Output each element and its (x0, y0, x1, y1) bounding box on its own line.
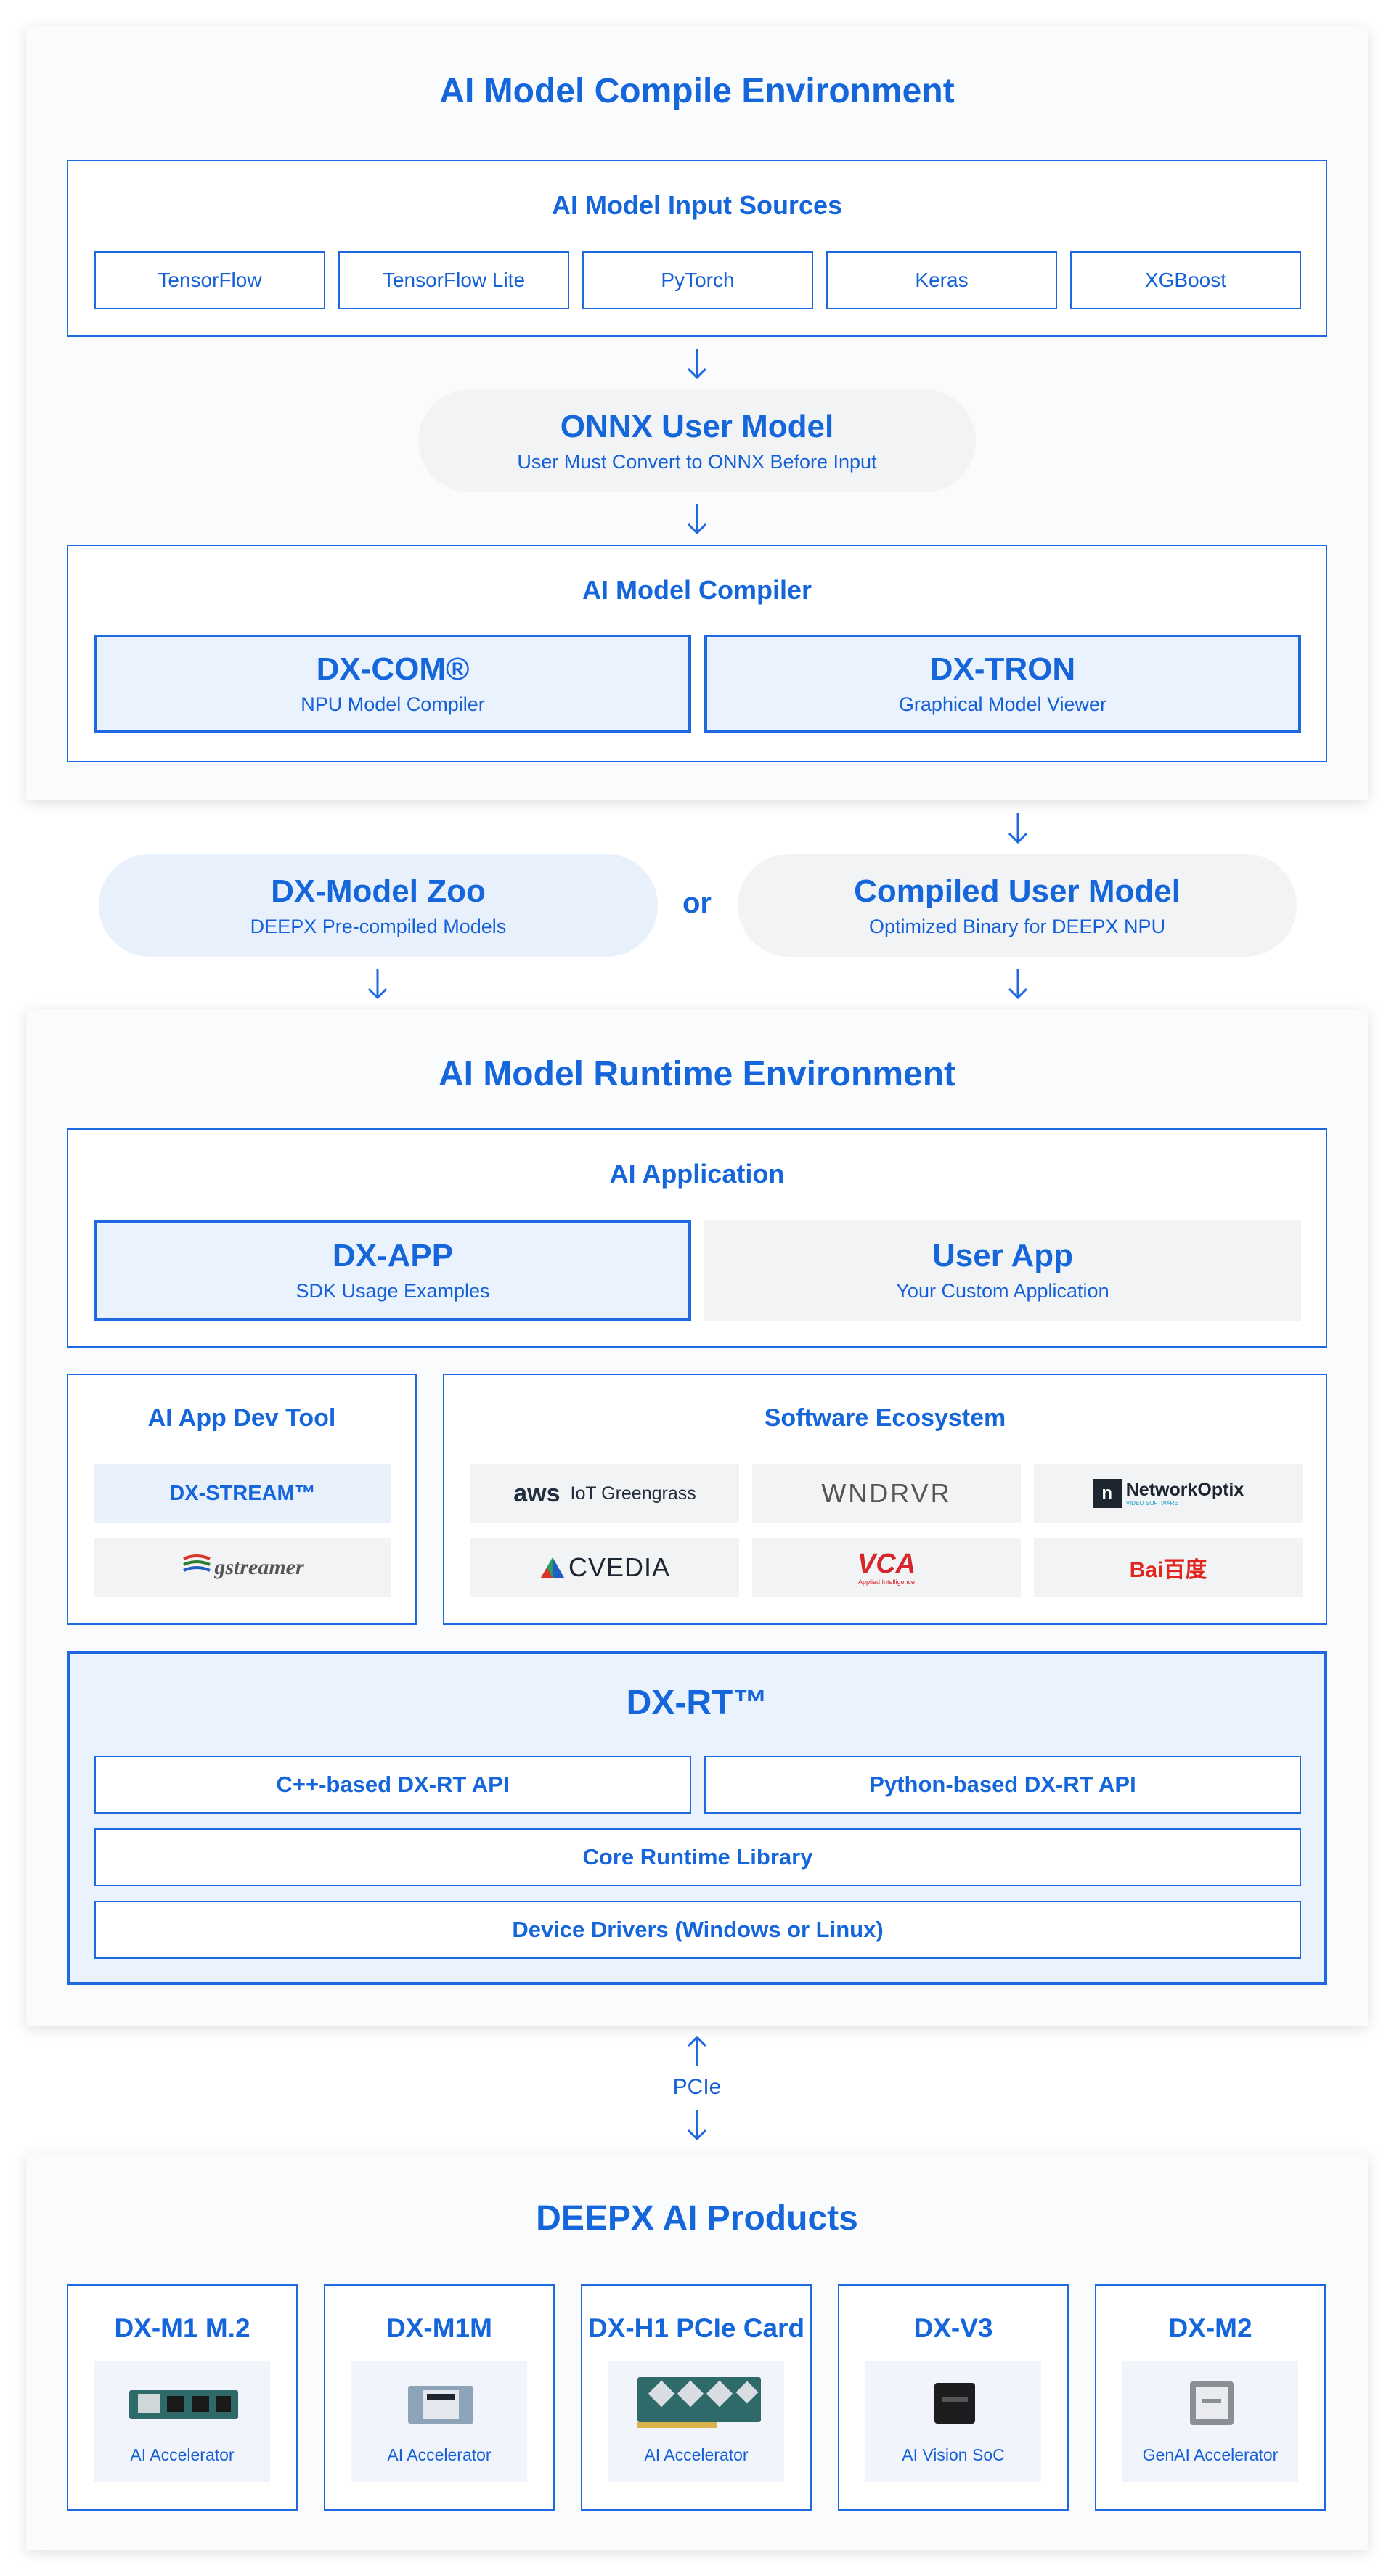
networkoptix-sub: VIDEO SOFTWARE (1126, 1501, 1244, 1507)
product-card: DX-M2 GenAI Accelerator (1095, 2284, 1326, 2511)
products-panel: DEEPX AI Products DX-M1 M.2 AI Accelerat… (26, 2153, 1368, 2550)
product-name: DX-M1M (325, 2313, 553, 2344)
product-desc: AI Accelerator (582, 2445, 810, 2465)
product-desc: GenAI Accelerator (1096, 2445, 1324, 2465)
cvedia-logo: CVEDIA (568, 1552, 670, 1583)
user-app-title: User App (932, 1239, 1073, 1273)
compiled-model-title: Compiled User Model (854, 873, 1181, 910)
cpp-api-bar: C++-based DX-RT API (94, 1756, 691, 1814)
vca-logo: VCA (857, 1550, 916, 1578)
source-keras: Keras (826, 251, 1057, 309)
product-card: DX-M1 M.2 AI Accelerator (67, 2284, 298, 2511)
runtime-environment-title: AI Model Runtime Environment (26, 1054, 1368, 1094)
ai-application-box: AI Application DX-APP SDK Usage Examples… (67, 1128, 1327, 1348)
baidu-logo: Bai百度 (1130, 1552, 1207, 1583)
aws-greengrass-label: IoT Greengrass (571, 1483, 696, 1504)
dx-tron-title: DX-TRON (930, 652, 1075, 687)
arrow-down-icon (684, 346, 710, 382)
dx-com-card: DX-COM® NPU Model Compiler (94, 635, 691, 733)
product-name: DX-M2 (1096, 2313, 1324, 2344)
onnx-subtitle: User Must Convert to ONNX Before Input (517, 451, 876, 473)
ai-application-title: AI Application (68, 1159, 1326, 1189)
runtime-environment-panel: AI Model Runtime Environment AI Applicat… (26, 1009, 1368, 2026)
model-compiler-box: AI Model Compiler DX-COM® NPU Model Comp… (67, 545, 1327, 762)
user-app-card: User App Your Custom Application (704, 1220, 1301, 1321)
products-title: DEEPX AI Products (26, 2198, 1368, 2238)
model-zoo-title: DX-Model Zoo (271, 873, 486, 910)
dx-com-subtitle: NPU Model Compiler (301, 693, 485, 716)
source-tensorflow: TensorFlow (94, 251, 325, 309)
networkoptix-logo: NetworkOptix (1126, 1481, 1244, 1499)
source-tensorflow-lite: TensorFlow Lite (338, 251, 569, 309)
dx-stream-tile: DX-STREAM™ (94, 1464, 391, 1523)
dev-tool-box: AI App Dev Tool DX-STREAM™ gstreamer (67, 1374, 417, 1625)
product-name: DX-V3 (839, 2313, 1067, 2344)
dx-app-card: DX-APP SDK Usage Examples (94, 1220, 691, 1321)
or-label: or (668, 887, 726, 920)
baidu-tile: Bai百度 (1034, 1538, 1303, 1597)
product-card: DX-M1M AI Accelerator (324, 2284, 555, 2511)
pcie-label: PCIe (639, 2075, 755, 2100)
arrow-down-icon (1005, 810, 1031, 847)
core-runtime-bar: Core Runtime Library (94, 1828, 1301, 1886)
vca-tile: VCA Applied Intelligence (752, 1538, 1021, 1597)
arrow-down-icon (684, 501, 710, 537)
dx-tron-card: DX-TRON Graphical Model Viewer (704, 635, 1301, 733)
dx-stream-label: DX-STREAM™ (169, 1482, 315, 1506)
arrow-down-icon (684, 2107, 710, 2143)
product-card: DX-H1 PCIe Card AI Accelerator (581, 2284, 812, 2511)
wndrvr-tile: WNDRVR (752, 1464, 1021, 1523)
arrow-down-icon (364, 966, 391, 1002)
product-name: DX-M1 M.2 (68, 2313, 296, 2344)
wndrvr-logo: WNDRVR (821, 1478, 951, 1509)
aws-greengrass-tile: aws IoT Greengrass (470, 1464, 739, 1523)
networkoptix-tile: n NetworkOptix VIDEO SOFTWARE (1034, 1464, 1303, 1523)
python-api-bar: Python-based DX-RT API (704, 1756, 1301, 1814)
cvedia-logo-icon (539, 1556, 566, 1579)
software-ecosystem-title: Software Ecosystem (444, 1404, 1326, 1432)
product-name: DX-H1 PCIe Card (582, 2313, 810, 2344)
compiled-user-model: Compiled User Model Optimized Binary for… (738, 854, 1297, 957)
software-ecosystem-box: Software Ecosystem aws IoT Greengrass WN… (443, 1374, 1327, 1625)
cvedia-tile: CVEDIA (470, 1538, 739, 1597)
onnx-title: ONNX User Model (561, 409, 834, 445)
networkoptix-mark-icon: n (1093, 1479, 1122, 1508)
dx-app-subtitle: SDK Usage Examples (295, 1280, 489, 1303)
onnx-user-model: ONNX User Model User Must Convert to ONN… (418, 389, 976, 492)
model-zoo-subtitle: DEEPX Pre-compiled Models (250, 916, 507, 938)
compile-environment-title: AI Model Compile Environment (26, 71, 1368, 111)
product-desc: AI Vision SoC (839, 2445, 1067, 2465)
product-desc: AI Accelerator (325, 2445, 553, 2465)
aws-logo: aws (513, 1480, 560, 1508)
dev-tool-title: AI App Dev Tool (68, 1404, 415, 1432)
m2-module-icon (94, 2361, 273, 2434)
model-compiler-title: AI Model Compiler (68, 575, 1326, 606)
dx-model-zoo: DX-Model Zoo DEEPX Pre-compiled Models (99, 854, 658, 957)
input-sources-title: AI Model Input Sources (68, 190, 1326, 221)
soc-chip-icon (865, 2361, 1044, 2434)
arrow-down-icon (1005, 966, 1031, 1002)
pcie-card-icon (608, 2361, 787, 2434)
dx-rt-box: DX-RT™ C++-based DX-RT API Python-based … (67, 1651, 1327, 1985)
genai-chip-icon (1122, 2361, 1301, 2434)
compiled-model-subtitle: Optimized Binary for DEEPX NPU (869, 916, 1165, 938)
dx-rt-title: DX-RT™ (70, 1683, 1324, 1723)
product-card: DX-V3 AI Vision SoC (838, 2284, 1069, 2511)
compile-environment-panel: AI Model Compile Environment AI Model In… (26, 26, 1368, 800)
device-drivers-bar: Device Drivers (Windows or Linux) (94, 1901, 1301, 1959)
source-xgboost: XGBoost (1070, 251, 1301, 309)
product-desc: AI Accelerator (68, 2445, 296, 2465)
gstreamer-logo-icon (181, 1553, 213, 1582)
vca-sub: Applied Intelligence (858, 1579, 915, 1586)
dx-app-title: DX-APP (333, 1239, 453, 1273)
dx-com-title: DX-COM® (317, 652, 470, 687)
gstreamer-logo-text: gstreamer (214, 1555, 303, 1580)
gstreamer-tile: gstreamer (94, 1538, 391, 1597)
dx-tron-subtitle: Graphical Model Viewer (899, 693, 1106, 716)
user-app-subtitle: Your Custom Application (896, 1280, 1109, 1303)
input-sources-box: AI Model Input Sources TensorFlow Tensor… (67, 160, 1327, 337)
module-icon (351, 2361, 530, 2434)
arrow-up-icon (684, 2033, 710, 2069)
source-pytorch: PyTorch (582, 251, 813, 309)
